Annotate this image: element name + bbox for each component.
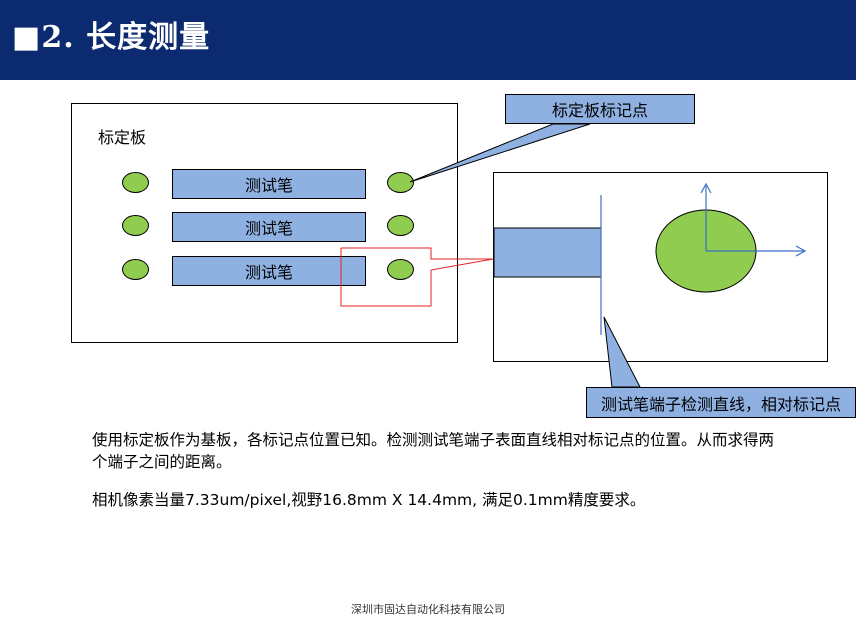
mark-point-left-1 xyxy=(122,172,149,193)
test-pen-3: 测试笔 xyxy=(172,256,366,286)
mark-point-left-2 xyxy=(122,215,149,236)
description-line-2: 个端子之间的距离。 xyxy=(92,453,232,471)
mark-point-left-3 xyxy=(122,259,149,280)
test-pen-2: 测试笔 xyxy=(172,212,366,242)
page-title: ■2. 长度测量 xyxy=(12,20,211,55)
test-pen-1: 测试笔 xyxy=(172,169,366,199)
footer-company: 深圳市固达自动化科技有限公司 xyxy=(351,603,505,616)
header-bar: ■2. 长度测量 xyxy=(0,0,856,80)
callout-detection-line: 测试笔端子检测直线，相对标记点 xyxy=(586,387,856,418)
zoom-view xyxy=(493,172,828,362)
callout-mark-points: 标定板标记点 xyxy=(505,94,695,124)
mark-point-right-1 xyxy=(387,172,414,193)
mark-point-right-3 xyxy=(387,259,414,280)
camera-spec-text: 相机像素当量7.33um/pixel,视野16.8mm X 14.4mm, 满足… xyxy=(92,491,646,509)
mark-point-right-2 xyxy=(387,215,414,236)
description-line-1: 使用标定板作为基板，各标记点位置已知。检测测试笔端子表面直线相对标记点的位置。从… xyxy=(92,431,775,449)
board-label: 标定板 xyxy=(98,128,147,147)
